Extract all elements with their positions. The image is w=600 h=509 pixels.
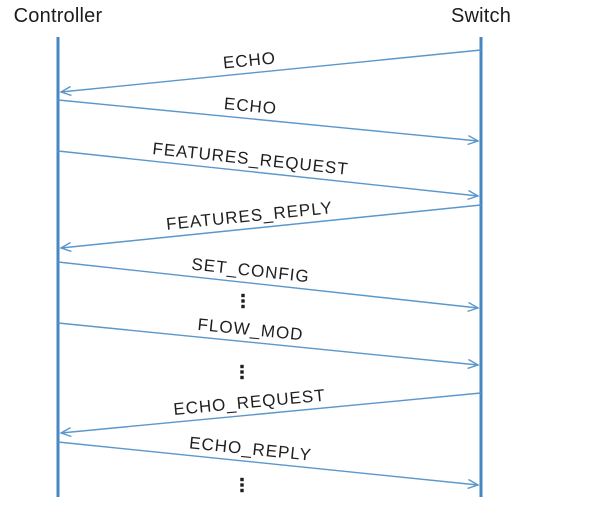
message-label-4: SET_CONFIG (191, 255, 311, 287)
vertical-ellipsis-icon (241, 293, 245, 298)
arrowhead-icon (59, 241, 72, 253)
actor-label-switch: Switch (450, 5, 512, 27)
arrowhead-icon (467, 478, 480, 490)
message-arrow-7 (57, 441, 479, 486)
message-arrow-4 (57, 261, 479, 309)
vertical-ellipsis-icon (241, 299, 245, 303)
message-arrow-2 (57, 150, 479, 197)
message-arrow-1 (57, 99, 479, 142)
arrowhead-icon (59, 85, 72, 97)
message-label-2: FEATURES_REQUEST (152, 139, 350, 179)
message-arrow-5 (57, 322, 479, 366)
vertical-ellipsis-icon (240, 375, 244, 380)
arrowhead-icon (467, 301, 480, 313)
actor-label-controller: Controller (13, 5, 103, 27)
message-arrow-0 (60, 49, 482, 93)
message-label-1: ECHO (223, 94, 278, 118)
message-arrow-3 (60, 204, 482, 249)
arrowhead-icon (467, 134, 480, 146)
arrowhead-icon (467, 358, 480, 370)
message-label-0: ECHO (222, 48, 277, 72)
vertical-ellipsis-icon (240, 364, 244, 369)
message-arrow-6 (60, 392, 482, 434)
message-label-6: ECHO_REQUEST (173, 386, 327, 419)
vertical-ellipsis-icon (240, 370, 244, 374)
message-label-7: ECHO_REPLY (188, 433, 312, 464)
vertical-ellipsis-icon (240, 488, 244, 493)
vertical-ellipsis-icon (240, 483, 244, 487)
arrowhead-icon (467, 189, 480, 201)
vertical-ellipsis-icon (241, 304, 245, 309)
message-label-5: FLOW_MOD (197, 315, 305, 344)
arrowhead-icon (59, 426, 72, 438)
vertical-ellipsis-icon (240, 477, 244, 482)
